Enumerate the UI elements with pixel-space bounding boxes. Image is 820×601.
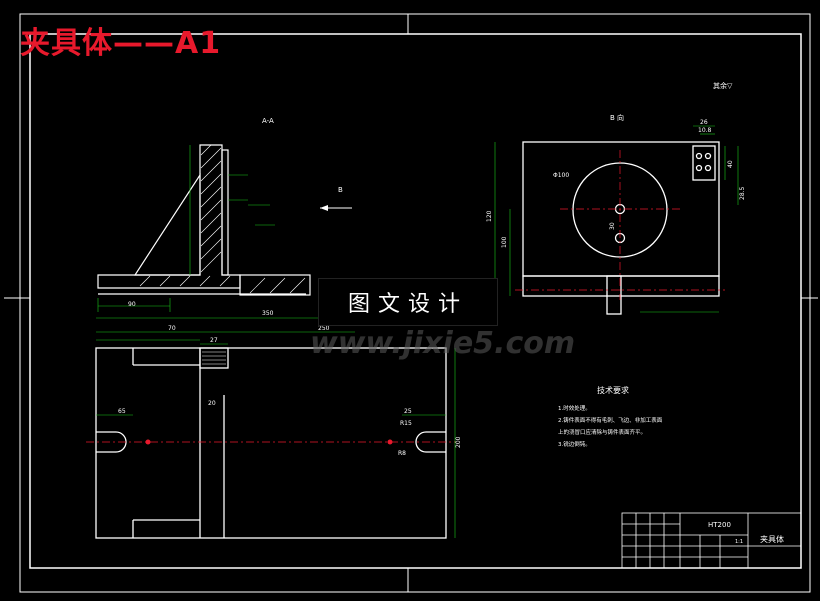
dim-phi100: Φ100 [553, 172, 569, 179]
tech-req-item-1: 1.时效处理。 [558, 404, 591, 412]
design-banner: 图文设计 [318, 278, 498, 326]
tech-req-heading: 技术要求 [597, 385, 629, 395]
tech-req-item-2: 2.铸件表面不得有毛刺、飞边、非加工表面 [558, 416, 663, 424]
dim-200: 200 [455, 436, 462, 448]
dim-40: 40 [727, 160, 734, 168]
dim-r8: R8 [398, 450, 406, 457]
dim-120: 120 [486, 210, 493, 222]
b-view-label: B 向 [610, 113, 624, 122]
drawing-title: 夹具体——A1 [20, 26, 222, 61]
dim-100: 100 [501, 236, 508, 248]
dim-350: 350 [262, 310, 274, 317]
dim-250: 250 [318, 325, 330, 332]
dim-20: 20 [208, 400, 216, 407]
b-view-dims [494, 125, 739, 313]
section-dims [97, 145, 275, 312]
dim-90: 90 [128, 301, 136, 308]
dim-28-5: 28.5 [739, 186, 746, 200]
plan-hatch [202, 351, 226, 365]
title-block [621, 512, 802, 569]
section-hatch [139, 144, 306, 294]
dim-26: 26 [700, 119, 708, 126]
section-view [97, 144, 311, 296]
outer-border [19, 13, 811, 593]
b-arrow-label: B [338, 186, 343, 194]
dim-27: 27 [210, 337, 218, 344]
section-label: A-A [262, 117, 274, 125]
tech-req-item-4: 3.锐边倒钝。 [558, 440, 591, 448]
dim-65: 65 [118, 408, 126, 415]
inner-frame [29, 33, 802, 569]
title-block-part-name: 夹具体 [760, 534, 784, 544]
dim-70: 70 [168, 325, 176, 332]
tech-req-item-3: 上的浇冒口应清除与铸件表面齐平。 [558, 428, 646, 436]
site-watermark: www.jixie5.com [310, 326, 576, 361]
dim-10-8: 10.8 [698, 127, 712, 134]
title-block-scale: 1:1 [735, 539, 743, 545]
title-block-material: HT200 [708, 521, 731, 529]
dim-30: 30 [609, 222, 616, 230]
dim-25: 25 [404, 408, 412, 415]
roughness-note: 其余▽ [713, 81, 733, 90]
dim-r15: R15 [400, 420, 412, 427]
b-view [522, 141, 720, 315]
